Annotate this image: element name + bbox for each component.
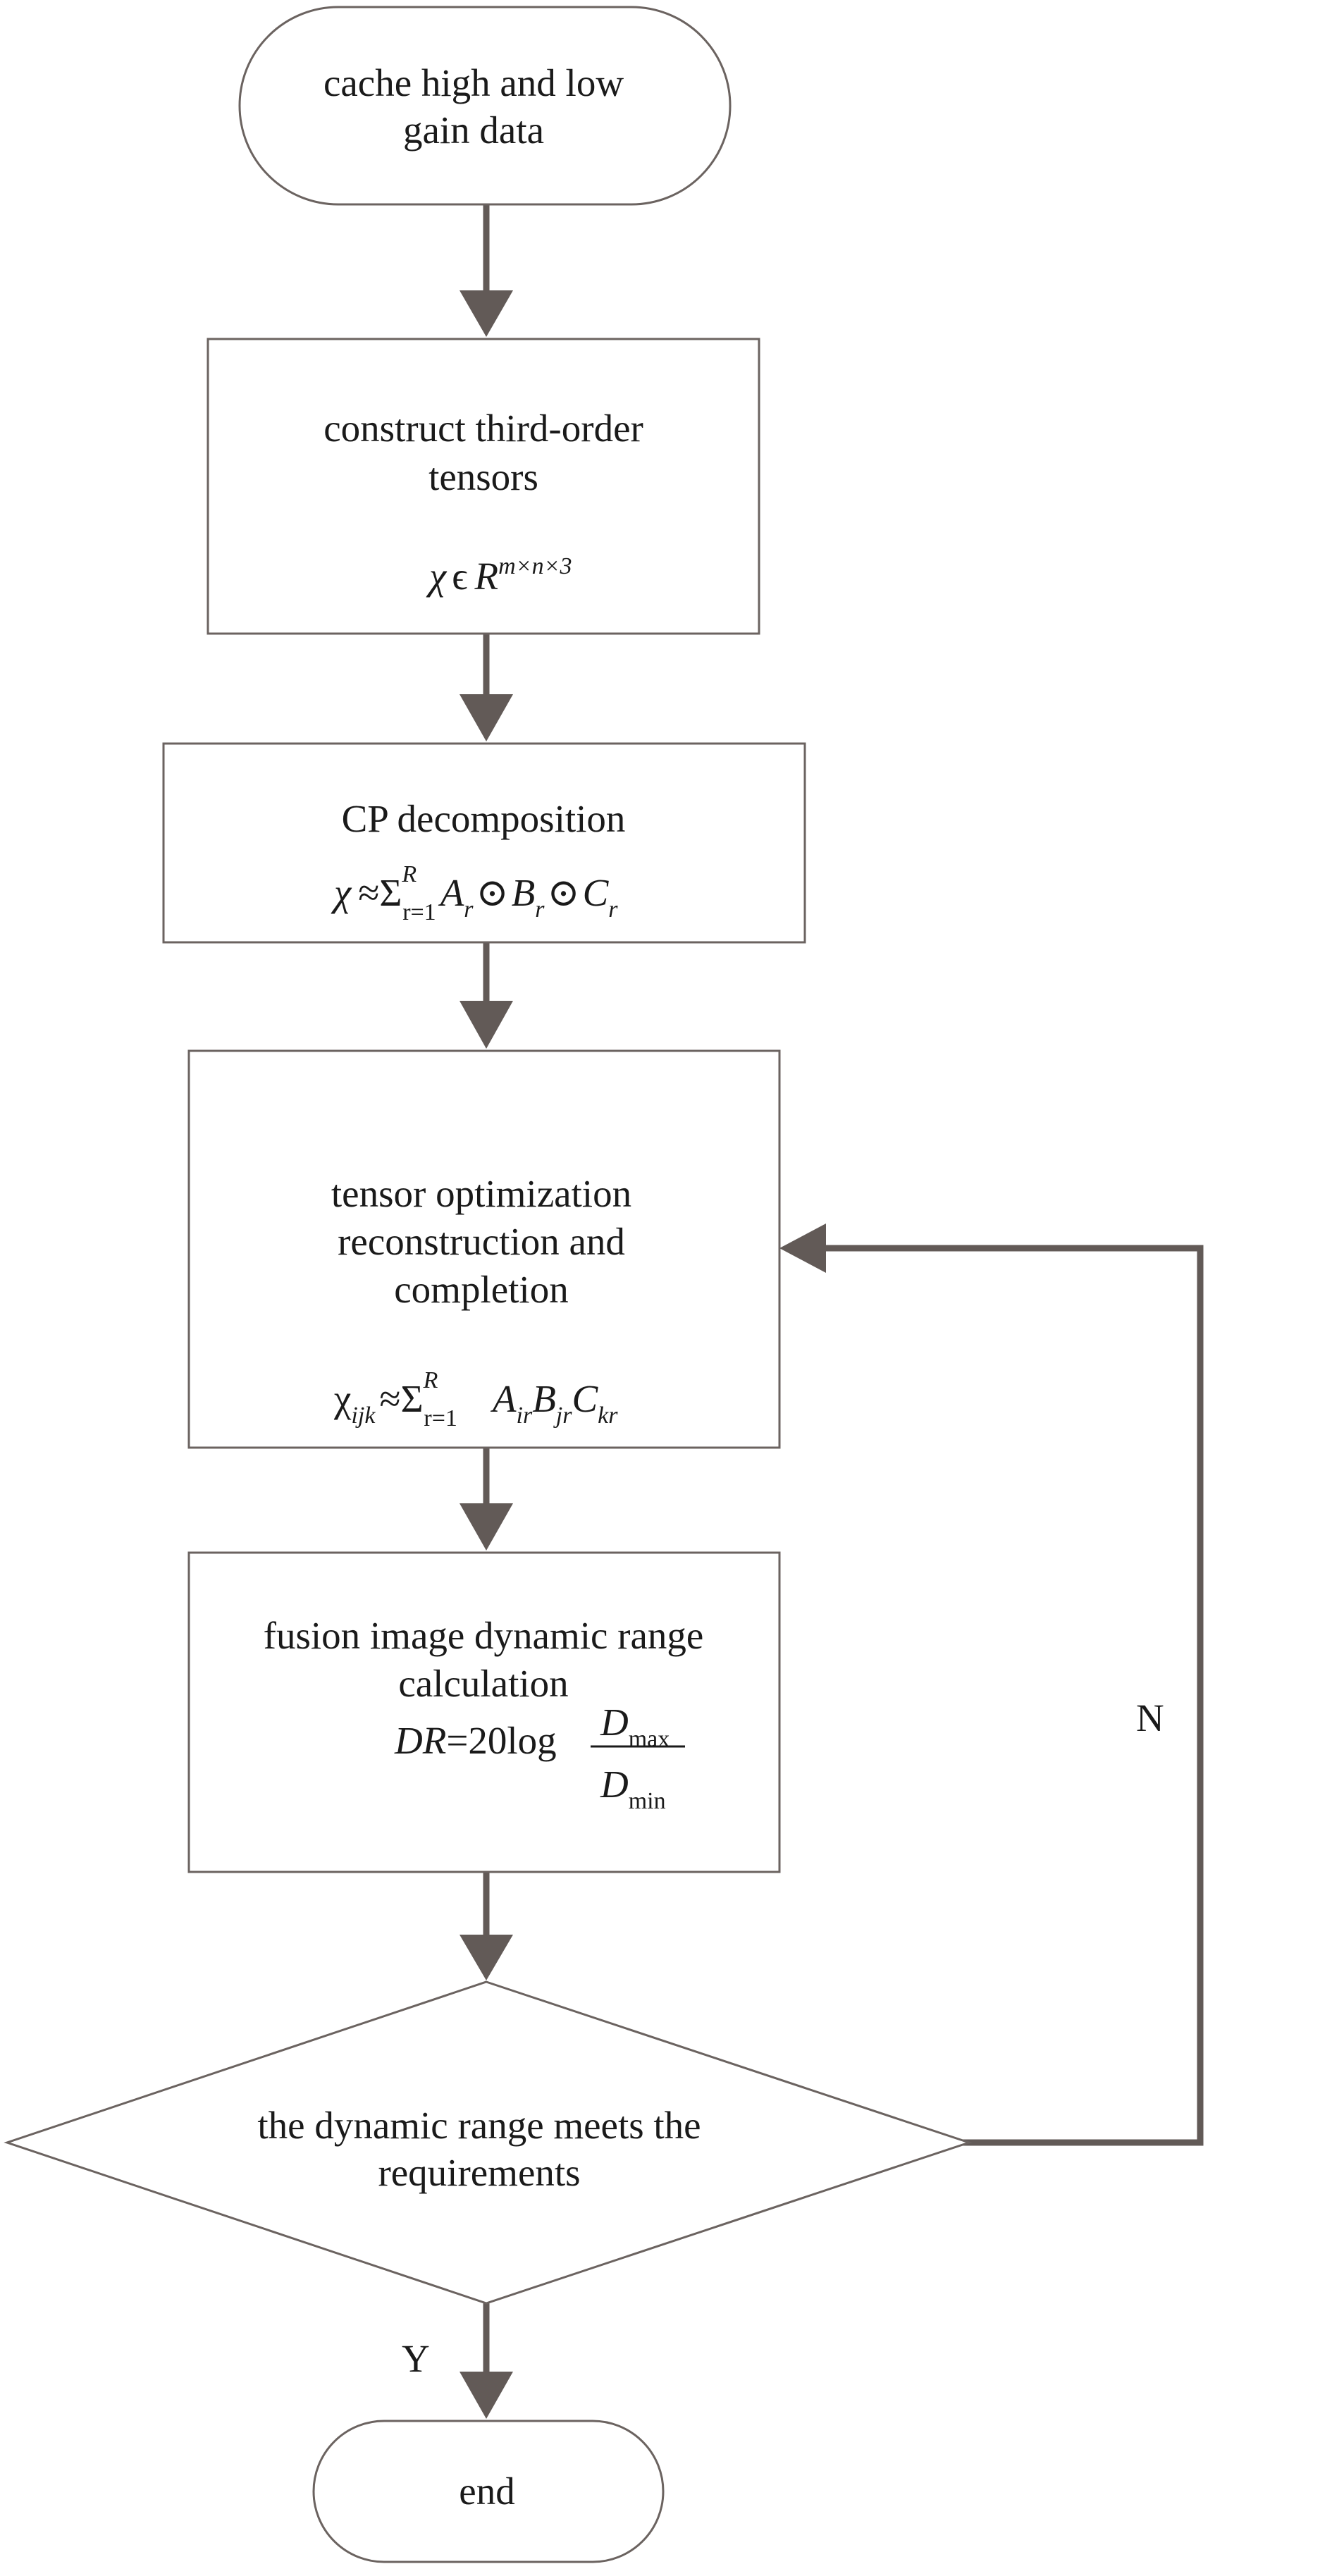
cp-formula-op-1: ⊙ — [476, 871, 509, 914]
edge-decision-to-end — [460, 2302, 513, 2419]
optimize-formula-b-sub: jr — [553, 1403, 572, 1429]
edge-label-yes: Y — [402, 2337, 430, 2380]
edges — [460, 203, 1204, 2419]
optimize-formula-a: A — [490, 1377, 517, 1420]
construct-label-line-2: tensors — [428, 455, 538, 498]
cp-formula-c: C — [583, 871, 610, 914]
edge-label-no: N — [1136, 1696, 1164, 1739]
optimize-formula-c: C — [572, 1377, 598, 1420]
cp-formula-op-2: ⊙ — [547, 871, 579, 914]
fusion-process-box — [187, 1551, 781, 1873]
decision-label-line-2: requirements — [378, 2151, 580, 2194]
edge-construct-to-cp — [460, 632, 513, 741]
start-label-line-1: cache high and low — [323, 61, 624, 104]
fusion-numerator-d: D — [600, 1701, 629, 1744]
fusion-label-line-1: fusion image dynamic range — [264, 1614, 704, 1657]
decision-label-line-1: the dynamic range meets the — [257, 2104, 701, 2147]
fusion-formula-dr: DR — [394, 1719, 446, 1762]
start-terminal-shape — [238, 6, 732, 206]
cp-formula-approx: ≈ — [358, 871, 379, 914]
optimize-formula-chi: χ — [333, 1377, 352, 1420]
cp-process-box — [162, 742, 806, 944]
fusion-label-line-2: calculation — [398, 1662, 568, 1705]
optimize-label-line-2: reconstruction and — [338, 1220, 625, 1263]
node-fusion: fusion image dynamic range calculation D… — [187, 1551, 781, 1873]
fusion-numerator-sub: max — [629, 1726, 670, 1752]
node-end: end — [312, 2420, 665, 2563]
edge-optimize-to-fusion — [460, 1446, 513, 1551]
cp-formula-c-sub: r — [608, 896, 618, 923]
cp-formula-a: A — [438, 871, 464, 914]
fusion-formula-denominator: Dmin — [600, 1763, 666, 1814]
edge-fusion-to-decision — [460, 1871, 513, 1980]
cp-label: CP decomposition — [342, 797, 626, 840]
start-label-line-2: gain data — [403, 109, 544, 152]
cp-formula-lower: r=1 — [402, 899, 436, 925]
formula-dimensions: m×n×3 — [498, 553, 572, 579]
optimize-label-line-1: tensor optimization — [331, 1172, 631, 1215]
edge-cp-to-optimize — [460, 942, 513, 1049]
cp-formula-b-sub: r — [535, 896, 545, 923]
node-optimize: tensor optimization reconstruction and c… — [187, 1049, 781, 1449]
optimize-formula-b: B — [532, 1377, 556, 1420]
fusion-denominator-d: D — [600, 1763, 629, 1806]
optimize-formula-upper: R — [423, 1367, 438, 1393]
construct-label-line-1: construct third-order — [323, 407, 643, 450]
formula-chi: χ — [426, 555, 448, 598]
fusion-formula: DR=20log — [394, 1719, 557, 1762]
fusion-formula-numerator: Dmax — [600, 1701, 670, 1752]
formula-real-set: R — [474, 555, 498, 598]
cp-formula-upper: R — [401, 861, 417, 887]
edge-start-to-construct — [460, 203, 513, 337]
construct-process-box — [206, 338, 760, 635]
optimize-formula-chi-sub: ijk — [351, 1403, 376, 1429]
optimize-formula-lower: r=1 — [424, 1405, 457, 1431]
formula-element-of: ϵ — [452, 555, 467, 598]
node-start: cache high and low gain data — [238, 6, 732, 206]
end-terminal-shape — [312, 2420, 665, 2563]
cp-formula-b: B — [512, 871, 536, 914]
optimize-formula-c-sub: kr — [598, 1403, 618, 1429]
cp-formula-chi: χ — [331, 871, 352, 914]
optimize-formula-a-sub: ir — [517, 1403, 533, 1429]
cp-formula-a-sub: r — [464, 896, 474, 923]
decision-diamond — [4, 1980, 973, 2305]
optimize-formula-sigma: Σ — [401, 1377, 424, 1420]
node-decision: the dynamic range meets the requirements — [4, 1980, 973, 2305]
cp-formula-sigma: Σ — [379, 871, 402, 914]
end-label: end — [459, 2470, 514, 2513]
fusion-denominator-sub: min — [629, 1788, 666, 1814]
optimize-formula-approx: ≈ — [379, 1377, 400, 1420]
edge-loop-back-no — [779, 1224, 1204, 2146]
optimize-process-box — [187, 1049, 781, 1449]
optimize-label-line-3: completion — [394, 1268, 568, 1311]
fusion-formula-rhs: =20log — [446, 1719, 556, 1762]
